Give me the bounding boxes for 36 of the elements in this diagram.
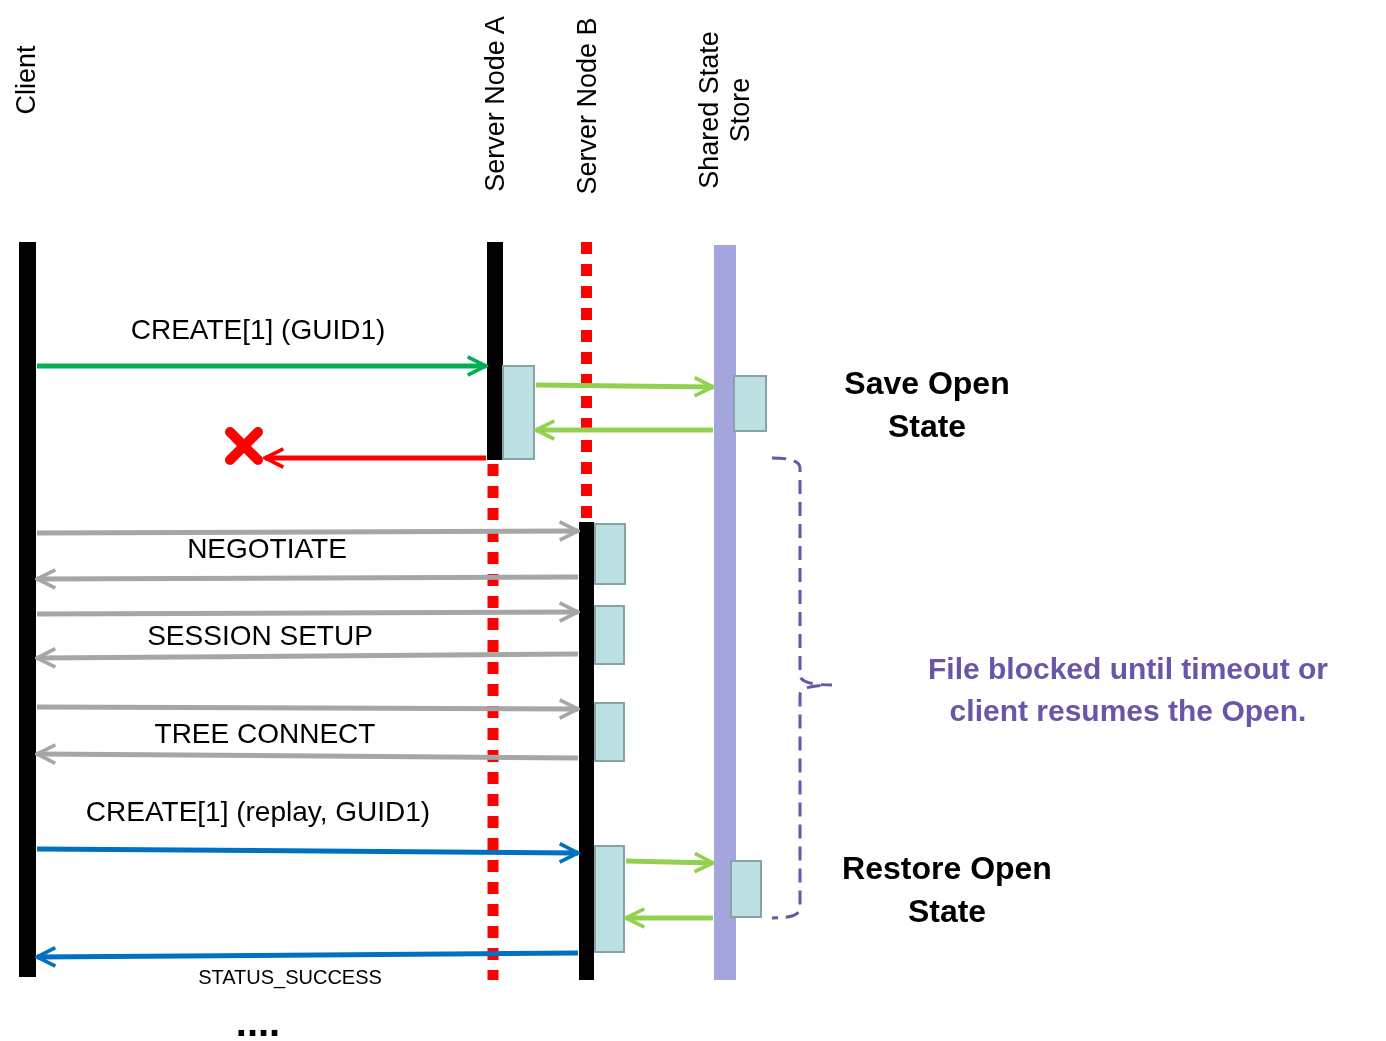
message-arrow [625, 851, 715, 874]
message-arrow [37, 697, 580, 720]
edge-label: CREATE[1] (GUID1) [130, 316, 386, 344]
activation-box [594, 605, 625, 665]
message-arrow [37, 520, 580, 543]
activation-box [733, 375, 767, 432]
edge-label: NEGOTIATE [187, 535, 347, 563]
lifeline-header: Server Node B [572, 16, 603, 197]
edge-label: STATUS_SUCCESS [198, 967, 382, 987]
edge-label: TREE CONNECT [154, 720, 376, 748]
edge-label: SESSION SETUP [147, 622, 373, 650]
message-arrow [35, 743, 578, 766]
edge-label: CREATE[1] (replay, GUID1) [85, 798, 431, 826]
message-arrow [534, 419, 713, 441]
note-text: Restore Open State [841, 848, 1053, 931]
message-arrow [35, 567, 578, 590]
ellipsis-text: .... [234, 1002, 282, 1041]
activation-box [594, 702, 625, 762]
message-arrow [624, 907, 713, 929]
lifeline-header: Shared State Store [694, 30, 757, 191]
message-arrow [263, 447, 486, 469]
message-arrow [35, 945, 578, 968]
lifeline-header: Server Node A [480, 15, 511, 194]
message-arrow [535, 375, 715, 398]
message-arrow [37, 601, 580, 624]
message-arrow [35, 646, 578, 669]
activation-box [730, 860, 762, 918]
message-arrow [37, 841, 580, 864]
activation-box [502, 365, 535, 460]
note-text: File blocked until timeout or client resumes the Open. [927, 651, 1329, 729]
failure-icon [224, 426, 264, 466]
lifeline-header: Client [11, 44, 42, 117]
activation-box [594, 523, 626, 585]
note-text: Save Open State [843, 363, 1011, 446]
activation-box [594, 845, 625, 953]
message-arrow [37, 355, 488, 377]
